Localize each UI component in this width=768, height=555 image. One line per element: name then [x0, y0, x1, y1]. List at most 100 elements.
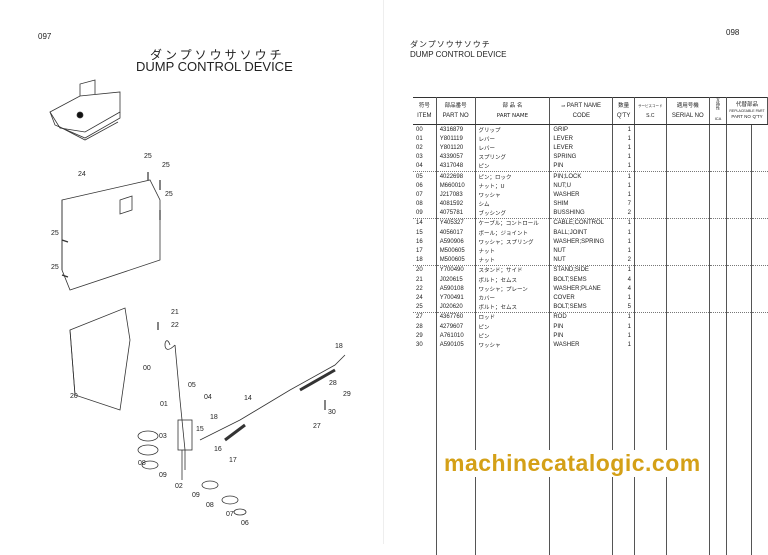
cell-empty — [751, 350, 767, 555]
cell-part-no: Y700490 — [436, 264, 476, 275]
cell-name-en: BALL;JOINT — [549, 228, 614, 238]
cell-name-jp: ワッシャ — [475, 340, 551, 350]
cell-empty — [751, 134, 767, 143]
cell-name-jp: スプリング — [475, 152, 551, 162]
header-item-jp: 符号 — [418, 103, 430, 109]
cell-name-jp: ピン — [475, 321, 551, 332]
cell-empty — [666, 199, 710, 209]
callout-09: 09 — [192, 492, 200, 499]
cell-name-en: ROD — [549, 311, 614, 322]
cell-empty — [726, 331, 752, 341]
cell-empty — [634, 228, 667, 238]
cell-empty — [751, 125, 767, 135]
cell-empty — [709, 264, 727, 275]
cell-name-jp: ワッシャ — [475, 190, 551, 200]
cell-empty — [726, 152, 752, 162]
cell-qty: 1 — [612, 143, 636, 153]
machine-thumbnail — [49, 79, 121, 141]
cell-item: 27 — [413, 311, 437, 322]
cell-empty — [634, 237, 667, 247]
callout-25: 25 — [51, 264, 59, 271]
cell-empty — [709, 311, 727, 322]
callout-07: 07 — [226, 511, 234, 518]
header-replaceable: REPLACEABLE PART — [729, 109, 765, 113]
cell-empty — [666, 302, 710, 313]
header-ic: ICA — [714, 116, 722, 121]
cell-part-no: 4056017 — [436, 228, 476, 238]
cell-part-no: 4317048 — [436, 161, 476, 172]
callout-03: 03 — [159, 433, 167, 440]
callout-15: 15 — [196, 426, 204, 433]
callout-08: 08 — [138, 460, 146, 467]
cell-qty: 1 — [612, 152, 636, 162]
callout-09: 09 — [159, 472, 167, 479]
cell-name-en: STAND;SIDE — [549, 264, 614, 275]
callout-01: 01 — [160, 401, 168, 408]
control-cable — [199, 354, 346, 442]
header-part-no: PART NO — [442, 113, 469, 119]
cell-empty — [726, 246, 752, 256]
right-title-jp: ダンプソウサソウチ — [410, 40, 491, 49]
cell-name-en: PIN;LOCK — [549, 170, 614, 182]
cell-name-jp: ボルト；セムス — [475, 275, 551, 285]
cell-empty — [666, 190, 710, 200]
cell-name-jp: ナット — [475, 255, 551, 266]
header-replaceable-jp: 代替部品 — [735, 102, 758, 108]
cell-qty: 7 — [612, 199, 636, 209]
cell-empty — [666, 217, 710, 229]
callout-17: 17 — [229, 457, 237, 464]
cell-name-en: WASHER — [549, 340, 614, 350]
cell-part-no: 4339057 — [436, 152, 476, 162]
cell-empty — [634, 143, 667, 153]
cell-item: 18 — [413, 255, 437, 266]
callout-20: 20 — [70, 393, 78, 400]
cell-empty — [666, 340, 710, 350]
cell-qty: 1 — [612, 134, 636, 144]
cell-empty — [726, 199, 752, 209]
cell-qty: 1 — [612, 190, 636, 200]
cell-item: 06 — [413, 181, 437, 191]
cell-empty — [751, 293, 767, 302]
cell-name-en: NUT — [549, 255, 614, 266]
header-serial-jp: 適用号機 — [676, 103, 699, 109]
cell-part-no: 4316879 — [436, 124, 476, 135]
header-sc: S.C — [646, 113, 655, 119]
callout-25: 25 — [162, 162, 170, 169]
cell-empty — [634, 246, 667, 256]
cell-item: 01 — [413, 134, 437, 144]
cell-empty — [709, 161, 727, 172]
cell-item: 15 — [413, 228, 437, 238]
left-title-en: DUMP CONTROL DEVICE — [136, 59, 293, 74]
washers — [137, 430, 247, 516]
cell-name-en: PIN — [549, 331, 614, 341]
cell-name-en: WASHER;PLANE — [549, 284, 614, 294]
cell-empty — [666, 208, 710, 219]
cell-qty: 4 — [612, 284, 636, 294]
cell-empty — [726, 161, 752, 172]
cell-empty — [634, 331, 667, 341]
cell-name-en: BOLT;SEMS — [549, 302, 614, 313]
cell-qty: 2 — [612, 208, 636, 219]
callout-25: 25 — [165, 191, 173, 198]
cell-item: 21 — [413, 275, 437, 285]
cell-empty — [726, 255, 752, 266]
bolts — [61, 172, 326, 410]
cell-empty — [709, 152, 727, 162]
cell-empty — [709, 246, 727, 256]
cell-part-no: J020615 — [436, 275, 476, 285]
cell-empty — [751, 340, 767, 349]
cell-name-en: COVER — [549, 293, 614, 303]
callout-30: 30 — [328, 409, 336, 416]
cell-item: 20 — [413, 264, 437, 275]
cell-empty — [634, 321, 667, 332]
cell-empty — [709, 284, 727, 294]
cell-part-no: 4075781 — [436, 208, 476, 219]
cell-empty — [634, 275, 667, 285]
